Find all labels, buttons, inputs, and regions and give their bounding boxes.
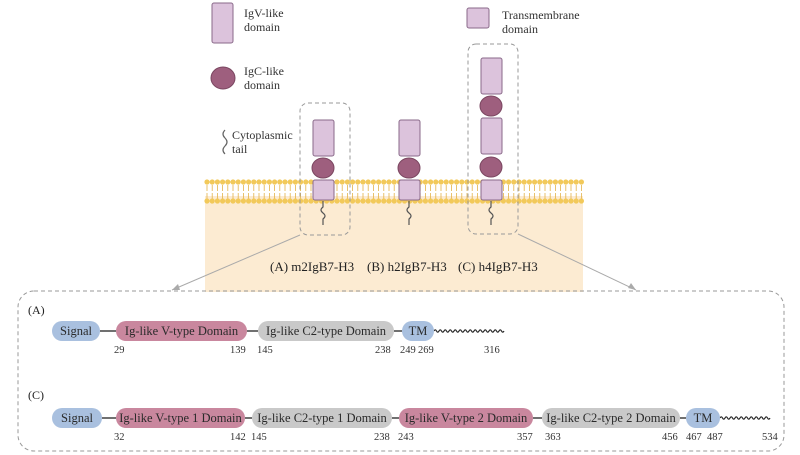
v-type-domain: Ig-like V-type Domain — [116, 321, 247, 341]
legend-igv-label: IgV-like domain — [244, 6, 284, 34]
cytoplasmic-tail — [320, 201, 326, 225]
panel-c-tail — [719, 416, 771, 420]
detail-panel-border — [17, 290, 785, 452]
transmembrane-domain — [398, 179, 421, 201]
variant-c-label: (C) h4IgB7-H3 — [458, 259, 538, 274]
igc-domain — [397, 157, 421, 179]
c2-type-domain: Ig-like C2-type Domain — [258, 321, 394, 341]
legend-igc-icon — [210, 66, 236, 90]
residue-number: 243 — [398, 432, 414, 443]
residue-number: 238 — [375, 345, 391, 356]
igv-domain — [480, 117, 503, 155]
zoom-line-right — [517, 233, 637, 291]
transmembrane-domain — [312, 179, 335, 201]
residue-number: 32 — [114, 432, 125, 443]
panel-a-letter: (A) — [28, 303, 45, 317]
residue-number: 456 — [662, 432, 678, 443]
panel-a-tail — [433, 329, 505, 333]
legend-igv-icon — [211, 2, 234, 44]
zoom-line-left — [171, 234, 301, 291]
variant-a-label: (A) m2IgB7-H3 — [270, 259, 355, 274]
residue-number: 139 — [230, 345, 246, 356]
tm-domain: TM — [402, 321, 434, 341]
igv-domain — [312, 119, 335, 157]
signal-peptide: Signal — [52, 321, 100, 341]
variant-b-structure — [397, 119, 421, 225]
v-type-2-domain: Ig-like V-type 2 Domain — [399, 408, 533, 428]
cell-membrane — [204, 179, 585, 204]
transmembrane-domain — [480, 179, 503, 201]
legend-tm-icon — [466, 7, 490, 29]
c2-type-1-domain: Ig-like C2-type 1 Domain — [252, 408, 392, 428]
residue-number: 269 — [418, 345, 434, 356]
v-type-1-domain: Ig-like V-type 1 Domain — [116, 408, 245, 428]
cytoplasm-region — [205, 196, 583, 292]
igv-domain — [398, 119, 421, 157]
legend-tail-label: Cytoplasmic tail — [232, 128, 293, 156]
residue-number: 142 — [230, 432, 246, 443]
variant-b-label: (B) h2IgB7-H3 — [367, 259, 447, 274]
cytoplasmic-tail — [406, 201, 412, 225]
residue-number: 467 — [686, 432, 702, 443]
c2-type-2-domain: Ig-like C2-type 2 Domain — [542, 408, 680, 428]
legend-tail-icon — [222, 129, 228, 155]
panel-c-letter: (C) — [28, 388, 44, 402]
residue-number: 145 — [257, 345, 273, 356]
residue-number: 316 — [484, 345, 500, 356]
legend-igc-label: IgC-like domain — [244, 64, 284, 92]
residue-number: 363 — [545, 432, 561, 443]
cytoplasmic-tail — [488, 201, 494, 225]
igc-domain — [479, 156, 503, 178]
variant-c-structure — [467, 43, 519, 235]
igc-domain — [311, 157, 335, 179]
residue-number: 29 — [114, 345, 125, 356]
igv-domain — [480, 57, 503, 95]
residue-number: 249 — [400, 345, 416, 356]
tm-domain: TM — [686, 408, 720, 428]
residue-number: 487 — [707, 432, 723, 443]
igc-domain — [479, 95, 503, 117]
variant-a-structure — [299, 102, 351, 236]
signal-peptide: Signal — [52, 408, 102, 428]
residue-number: 357 — [517, 432, 533, 443]
residue-number: 145 — [251, 432, 267, 443]
residue-number: 238 — [374, 432, 390, 443]
legend-tm-label: Transmembrane domain — [502, 8, 580, 36]
residue-number: 534 — [762, 432, 778, 443]
